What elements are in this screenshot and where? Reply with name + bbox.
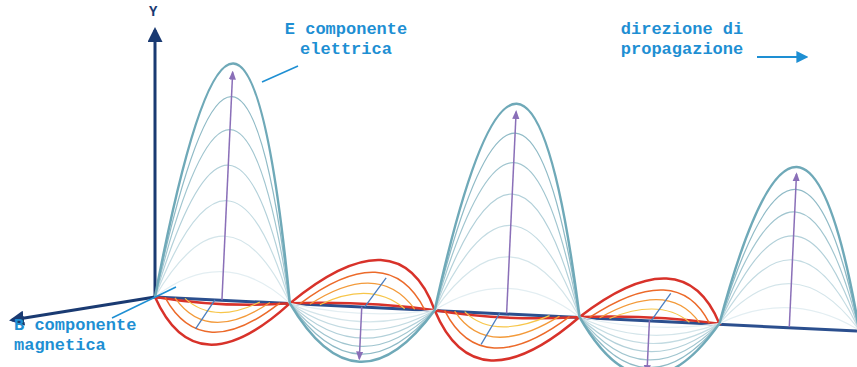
y-axis [154, 30, 157, 297]
component-label: E componente elettrica [276, 20, 416, 60]
axis-label: Y [149, 2, 169, 22]
direction-arrow [757, 56, 806, 58]
direction-label: direzione di propagazione [612, 20, 752, 60]
leader-line [262, 66, 298, 82]
leader-line [112, 287, 176, 318]
electric-wave [152, 60, 857, 367]
component-label: B componente magnetica [14, 316, 154, 356]
